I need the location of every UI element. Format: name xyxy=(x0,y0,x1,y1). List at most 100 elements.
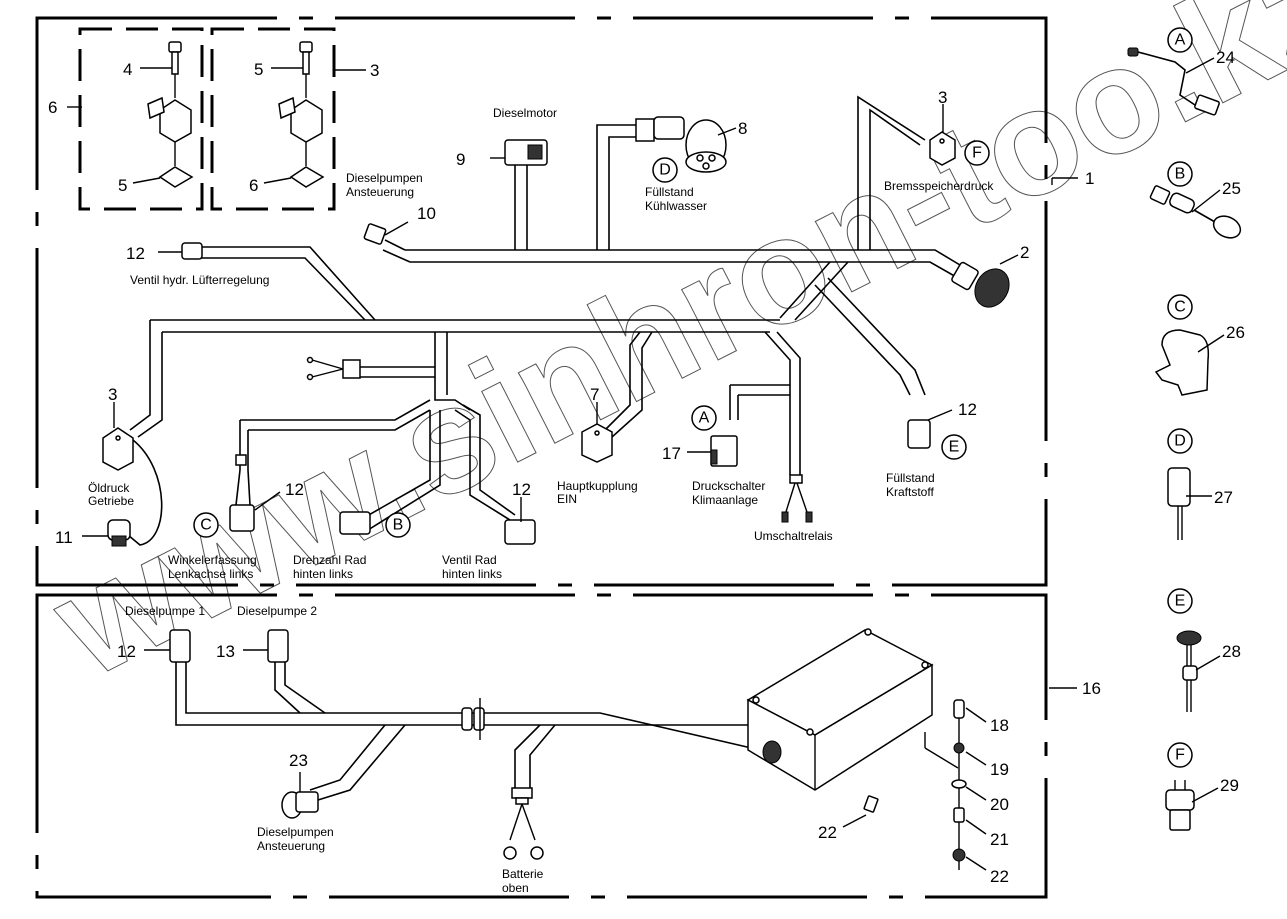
marker-E: E xyxy=(941,434,967,460)
svg-text:E: E xyxy=(1175,593,1186,610)
connector-drehzahl xyxy=(339,511,371,535)
detail-F: F xyxy=(1165,742,1219,831)
label-fuellstand-kraftstoff-2: Kraftstoff xyxy=(886,485,934,499)
connector-12-dp1 xyxy=(169,629,191,663)
connector-13-klima xyxy=(710,435,738,467)
callout-number-24: 24 xyxy=(1216,48,1235,67)
svg-text:C: C xyxy=(200,517,212,534)
callout-number-12: 12 xyxy=(958,400,977,419)
callout-number: 16 xyxy=(1082,679,1101,698)
mounting-hardware xyxy=(924,699,987,871)
label-ventil-rad-2: hinten links xyxy=(442,567,502,581)
connector-6-hauptkupplung xyxy=(581,423,613,463)
marker-A: A xyxy=(691,405,717,431)
callout-number-29: 29 xyxy=(1220,776,1239,795)
callouts-lower xyxy=(144,649,301,792)
group-callout-3: 3 xyxy=(334,61,379,80)
connector-12-luefter xyxy=(181,242,203,260)
group-callout-6: 6 xyxy=(48,98,82,117)
label-drehzahl: Drehzahl Rad xyxy=(293,553,366,567)
connector-3-bremsspeicher xyxy=(929,131,956,166)
callout-number-17: 18 xyxy=(990,716,1009,735)
callout-number-11: 12 xyxy=(285,480,304,499)
detail-E: E xyxy=(1167,588,1221,712)
label-dp-ansteuerung: Dieselpumpen xyxy=(257,825,334,839)
label-drehzahl-2: hinten links xyxy=(293,567,353,581)
group-callout-16: 16 xyxy=(1049,679,1101,698)
svg-text:D: D xyxy=(1174,433,1186,450)
callout-number-7: 8 xyxy=(738,119,747,138)
detail-B: B xyxy=(1149,161,1242,239)
callout-number-22: 22 xyxy=(818,823,837,842)
callout-number-25: 25 xyxy=(1222,179,1241,198)
svg-text:A: A xyxy=(699,410,710,427)
label-dieselpumpen-ansteuerung-2: Ansteuerung xyxy=(346,185,414,199)
callout-number-28: 28 xyxy=(1222,642,1241,661)
svg-text:F: F xyxy=(1175,747,1185,764)
callout-number-19: 20 xyxy=(990,795,1009,814)
callout-number-3: 3 xyxy=(108,385,117,404)
svg-text:B: B xyxy=(1175,166,1186,183)
svg-text:F: F xyxy=(972,145,982,162)
callout-number: 3 xyxy=(370,61,379,80)
callout-number-12: 12 xyxy=(126,244,145,263)
callout-number-23: 23 xyxy=(289,751,308,770)
label-batterie-2: oben xyxy=(502,881,529,895)
marker-F: F xyxy=(964,140,990,166)
label-oeldruck-2: Getriebe xyxy=(88,494,134,508)
label-dieselpumpe-1: Dieselpumpe 1 xyxy=(125,604,205,618)
label-hauptkupplung: Hauptkupplung xyxy=(557,479,638,493)
label-fuellstand-kraftstoff: Füllstand xyxy=(886,471,935,485)
marker-D: D xyxy=(652,157,678,183)
label-dieselmotor: Dieselmotor xyxy=(493,106,557,120)
main-harness-frame xyxy=(35,16,1048,587)
label-ventil-luefter: Ventil hydr. Lüfterregelung xyxy=(130,273,269,287)
oeldruck-cable xyxy=(127,439,163,546)
sensor-10 xyxy=(107,519,131,547)
connector-12-dp2 xyxy=(267,629,289,663)
callout-number-20: 21 xyxy=(990,830,1009,849)
connector-9 xyxy=(363,223,387,245)
relay-terminals xyxy=(781,474,813,523)
callout-number-5: 5 xyxy=(118,176,127,195)
fuse-22 xyxy=(842,795,879,828)
callout-number: 1 xyxy=(1085,169,1094,188)
label-dieselpumpe-2: Dieselpumpe 2 xyxy=(237,604,317,618)
connector-relay-2pin xyxy=(306,356,361,381)
detail-A: A xyxy=(1127,27,1220,116)
callout-number-12: 13 xyxy=(216,642,235,661)
callout-number-8: 9 xyxy=(456,150,465,169)
callout-number-21: 22 xyxy=(990,867,1009,886)
connector-12-kraftstoff xyxy=(907,419,931,449)
label-fuellstand-kuehlwasser-2: Kühlwasser xyxy=(645,199,707,213)
connector-23 xyxy=(281,791,319,819)
connector-7-kuehlwasser xyxy=(635,116,727,173)
label-winkelerfassung-2: Lenkachse links xyxy=(168,567,253,581)
label-bremsspeicherdruck: Bremsspeicherdruck xyxy=(884,179,994,193)
valve-connector-kit-left xyxy=(132,41,194,188)
callout-number-9: 10 xyxy=(417,204,436,223)
callouts-main xyxy=(82,104,1019,537)
marker-B: B xyxy=(385,512,411,538)
callout-number: 6 xyxy=(48,98,57,117)
label-batterie: Batterie xyxy=(502,867,544,881)
callout-number-12: 12 xyxy=(117,642,136,661)
callout-number-4: 5 xyxy=(254,60,263,79)
svg-text:B: B xyxy=(393,517,404,534)
callout-number-12: 12 xyxy=(512,480,531,499)
marker-C: C xyxy=(193,512,219,538)
callout-number-5: 6 xyxy=(249,176,258,195)
detail-D: D xyxy=(1167,428,1212,540)
group-callout-1: 1 xyxy=(1051,169,1094,188)
label-umschaltrelais: Umschaltrelais xyxy=(754,529,833,543)
label-druckschalter: Druckschalter xyxy=(692,479,765,493)
connector-3-oeldruck xyxy=(102,427,134,471)
battery-terminals xyxy=(503,787,544,860)
detail-C: C xyxy=(1154,294,1225,396)
svg-text:C: C xyxy=(1174,299,1186,316)
label-druckschalter-2: Klimaanlage xyxy=(692,493,758,507)
svg-text:E: E xyxy=(949,439,960,456)
lower-harness-wires xyxy=(175,660,771,801)
label-winkelerfassung: Winkelerfassung xyxy=(168,553,257,567)
